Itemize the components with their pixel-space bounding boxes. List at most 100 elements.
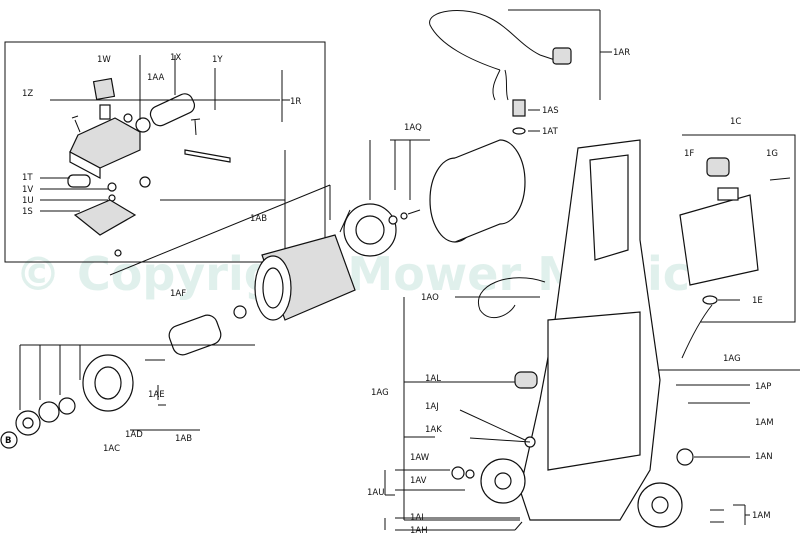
detergent-tank (679, 194, 759, 286)
tank-grommet (702, 295, 718, 305)
washer-1v (107, 182, 117, 192)
cable-leaders (508, 9, 612, 132)
label-1av: 1AV (410, 476, 427, 486)
main-body-group (384, 139, 800, 531)
bearing-inner (22, 417, 34, 429)
screws-1ap-1am (676, 384, 702, 404)
inset-frame (4, 41, 326, 263)
label-1f: 1F (684, 149, 694, 159)
label-1ah: 1AH (410, 526, 428, 536)
label-1e: 1E (752, 296, 763, 306)
fan-washer (388, 215, 398, 225)
label-1g: 1G (766, 149, 778, 159)
label-1aj: 1AJ (425, 402, 439, 412)
screws-1am-lower (710, 509, 724, 523)
suction-tube (681, 304, 713, 359)
motor-leaders (19, 184, 351, 431)
label-1ab-bottom: 1AB (175, 434, 192, 444)
label-1ag-left: 1AG (371, 388, 389, 398)
label-1ae: 1AE (148, 390, 165, 400)
label-1u: 1U (22, 196, 34, 206)
knob (139, 176, 151, 188)
power-cord (429, 10, 541, 71)
fan-nut (400, 212, 408, 220)
handle-opening (589, 154, 629, 261)
tank-screw (769, 177, 791, 181)
oring (135, 117, 151, 133)
label-1aa: 1AA (147, 73, 164, 83)
label-1v: 1V (22, 185, 33, 195)
base-plate-1s (73, 199, 137, 236)
power-cable-group (429, 9, 612, 135)
tank-neck (717, 187, 739, 201)
mains-plug (552, 47, 572, 65)
label-1an: 1AN (755, 452, 773, 462)
label-1x: 1X (170, 53, 181, 63)
piston-cylinder (149, 93, 196, 127)
tank-frame (682, 134, 796, 323)
fan-hub (355, 215, 385, 245)
armature (168, 314, 222, 356)
label-1ab-top: 1AB (250, 214, 267, 224)
label-1s: 1S (22, 207, 33, 217)
pressure-switch-group (4, 41, 326, 263)
label-1z: 1Z (22, 89, 33, 99)
frame-cavity (547, 311, 641, 471)
seal (58, 397, 76, 415)
fan-screw (407, 209, 421, 215)
inset-leaders (40, 55, 290, 260)
callout-b-circle (0, 431, 18, 449)
bushing-1al (514, 371, 538, 389)
stator-bore-inner (262, 267, 284, 309)
spring-1t (67, 174, 91, 188)
label-1am-lower: 1AM (752, 511, 771, 521)
label-1af: 1AF (170, 289, 186, 299)
switch-cap-base (99, 104, 111, 120)
bearing (38, 401, 60, 423)
switch-housing-side (69, 151, 101, 179)
rod (184, 149, 231, 163)
label-1ao: 1AO (421, 293, 439, 303)
drop-washer (114, 249, 122, 257)
detergent-tank-group (679, 134, 796, 359)
label-1am-upper: 1AM (755, 418, 774, 428)
label-1at: 1AT (542, 127, 559, 137)
gland-ring (512, 127, 526, 135)
label-1ad: 1AD (125, 430, 143, 440)
label-1as: 1AS (542, 106, 559, 116)
wheel-right-hub (651, 496, 669, 514)
label-1t: 1T (22, 173, 33, 183)
wheel-left-hub (494, 472, 512, 490)
label-1ar: 1AR (613, 48, 630, 58)
aq-leaders (369, 139, 430, 200)
axle-pin-1ah (514, 521, 523, 531)
label-1c: 1C (730, 117, 741, 127)
label-1ap: 1AP (755, 382, 771, 392)
wheel-clip (465, 469, 475, 479)
label-1aq: 1AQ (404, 123, 422, 133)
label-1ag-right: 1AG (723, 354, 741, 364)
screw-1y (190, 118, 201, 136)
switch-cap (92, 77, 116, 101)
small-washer (123, 113, 133, 123)
cable-gland (512, 99, 526, 117)
cap-1an (676, 448, 694, 466)
label-1r: 1R (290, 97, 301, 107)
screw-1z (71, 115, 81, 133)
label-1ai: 1AI (410, 513, 424, 523)
fan-cover-body (454, 139, 526, 243)
label-b: B (5, 436, 11, 446)
label-1ak: 1AK (425, 425, 442, 435)
label-1y: 1Y (212, 55, 223, 65)
body-leaders (384, 296, 800, 531)
label-1w: 1W (97, 55, 111, 65)
label-1aw: 1AW (410, 453, 430, 463)
end-housing-bore (94, 366, 122, 400)
wheel-washer (451, 466, 465, 480)
tank-cap (706, 157, 730, 177)
bearing-ring (233, 305, 247, 319)
label-1au: 1AU (367, 488, 384, 498)
label-1al: 1AL (425, 374, 441, 384)
